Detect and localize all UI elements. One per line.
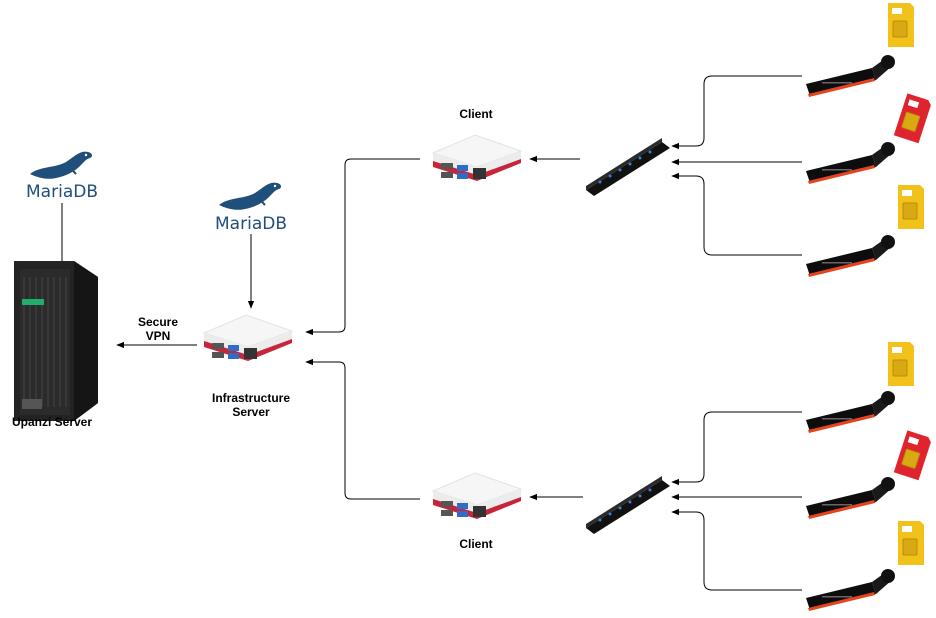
mariadb-logo-2: MariaDB [215,181,287,234]
mariadb-logo-1: MariaDB [26,150,98,202]
client-bottom-label: Client [459,537,493,551]
mariadb-label-2: MariaDB [215,214,287,234]
sim-card-icon [893,92,933,144]
mariadb-seal-icon [218,181,283,211]
infra-line2: Server [232,405,270,419]
secure-vpn-line2: VPN [145,329,171,343]
usb-modem-dongle-icon [806,569,895,611]
raspberry-pi-case-icon [432,134,522,182]
upanzi-server-label: Upanzi Server [11,415,93,429]
usb-hub-icon [586,138,670,196]
secure-vpn-label: Secure VPN [120,315,196,343]
sim-card-icon [887,2,915,48]
infrastructure-server-label: Infrastructure Server [196,391,306,419]
raspberry-pi-case-icon [203,314,293,362]
sim-card-icon [893,429,933,481]
edge-client-bottom-infra [305,358,420,500]
usb-hub-icon [586,476,670,534]
mariadb-label-1: MariaDB [26,182,98,202]
edge-modem-4-hub-bottom [671,411,802,486]
edge-modem-6-hub-bottom [671,508,802,591]
edge-modem-1-hub-top [671,75,802,150]
usb-modem-dongle-icon [806,235,895,277]
client-top-label: Client [459,107,493,121]
usb-modem-dongle-icon [806,391,895,433]
infra-line1: Infrastructure [211,391,291,405]
usb-modem-dongle-icon [806,55,895,97]
tower-server-icon [13,260,99,422]
raspberry-pi-case-icon [432,472,522,520]
edge-client-top-infra [305,158,420,336]
secure-vpn-line1: Secure [137,315,179,329]
sim-card-icon [887,341,915,387]
usb-modem-dongle-icon [806,477,895,519]
usb-modem-dongle-icon [806,142,895,184]
mariadb-seal-icon [29,150,94,180]
sim-card-icon [897,520,925,566]
sim-card-icon [897,184,925,230]
edge-modem-3-hub-top [671,172,802,256]
